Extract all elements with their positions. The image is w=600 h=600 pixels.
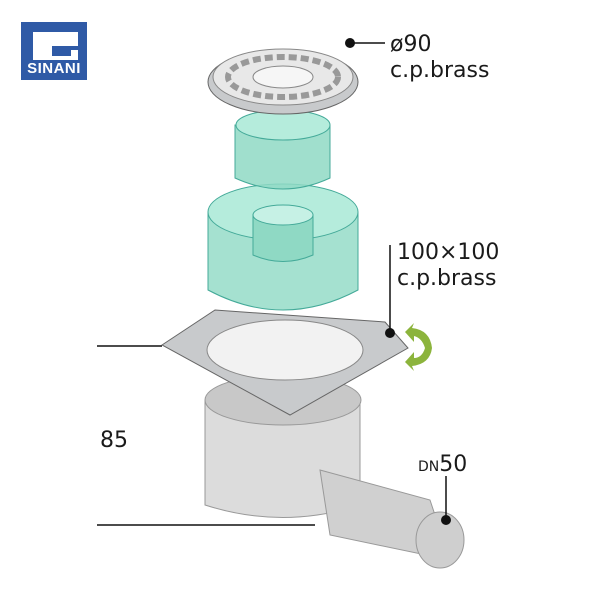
grate-size-label: ø90 — [390, 32, 432, 57]
frame-size-label: 100×100 — [397, 240, 500, 265]
sinani-logo — [21, 22, 87, 80]
outlet-size: 50 — [439, 452, 468, 477]
square-frame — [161, 309, 409, 416]
outlet-prefix: DN — [418, 459, 440, 475]
round-grate — [207, 48, 359, 115]
frame-material-label: c.p.brass — [397, 266, 497, 291]
height-label: 85 — [100, 428, 128, 453]
outlet-label: DN50 — [418, 452, 467, 480]
brand-name: SINANI — [27, 60, 81, 77]
odor-trap-cup — [207, 109, 359, 311]
grate-material-label: c.p.brass — [390, 58, 490, 83]
rotate-arrows-icon — [405, 323, 432, 371]
